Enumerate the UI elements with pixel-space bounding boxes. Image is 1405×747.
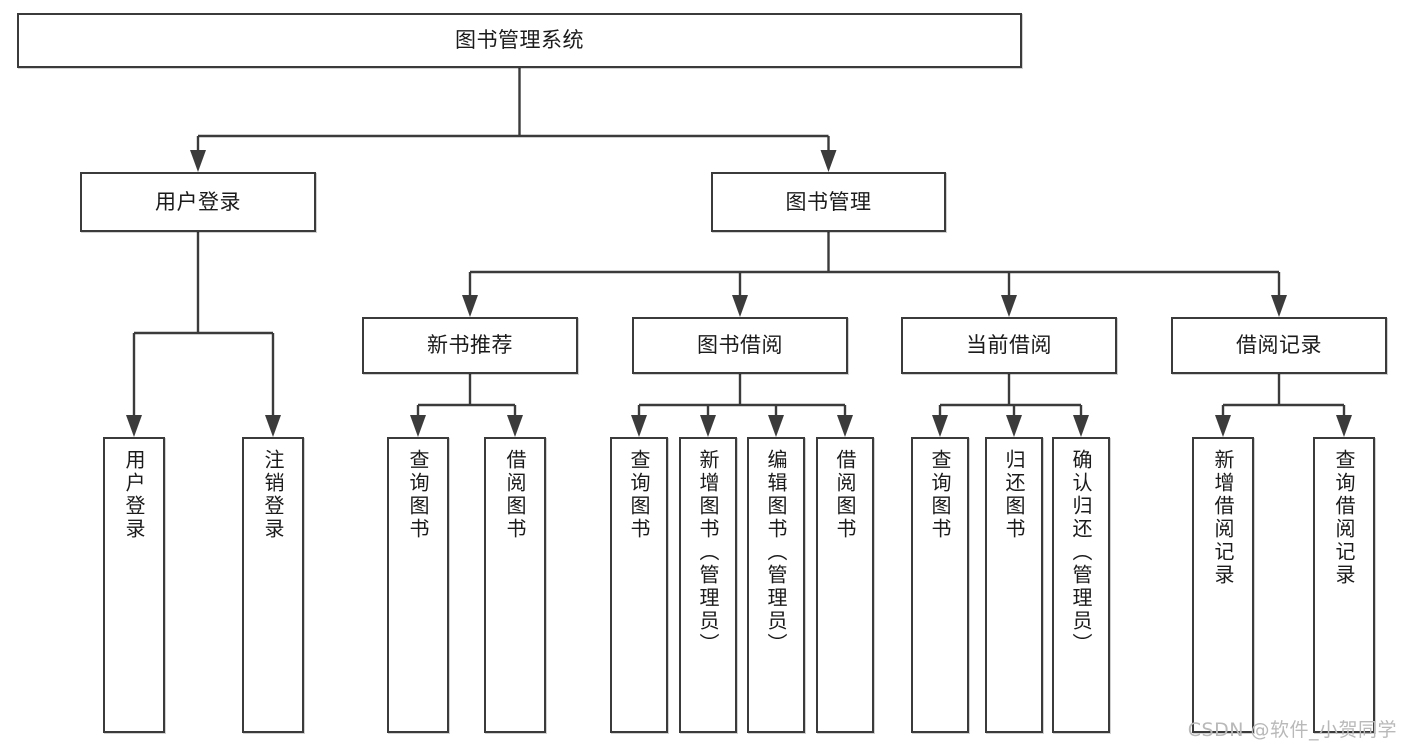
node-leaf-br-add[interactable]: 新增借阅记录 bbox=[1192, 437, 1254, 733]
node-leaf-user-login[interactable]: 用户登录 bbox=[103, 437, 165, 733]
connector-arrowhead bbox=[410, 415, 426, 437]
connector-arrowhead bbox=[732, 295, 748, 317]
connector-arrowhead bbox=[820, 150, 837, 172]
node-leaf-bb-edit[interactable]: 编辑图书（管理员） bbox=[747, 437, 805, 733]
node-root[interactable]: 图书管理系统 bbox=[17, 13, 1022, 68]
node-label: 图书管理系统 bbox=[455, 28, 584, 53]
node-label: 编辑图书（管理员） bbox=[764, 449, 788, 656]
connector-arrowhead bbox=[126, 415, 142, 437]
node-label: 查询图书 bbox=[406, 449, 430, 541]
connector-arrowhead bbox=[462, 295, 478, 317]
node-label: 图书借阅 bbox=[697, 333, 783, 358]
node-leaf-rec-query[interactable]: 查询图书 bbox=[387, 437, 449, 733]
node-label: 新增图书（管理员） bbox=[696, 449, 720, 656]
node-label: 注销登录 bbox=[261, 449, 285, 541]
node-leaf-bb-add[interactable]: 新增图书（管理员） bbox=[679, 437, 737, 733]
connector-arrowhead bbox=[1215, 415, 1231, 437]
connector-arrowhead bbox=[265, 415, 281, 437]
watermark-text: CSDN @软件_小贺同学 bbox=[1187, 719, 1397, 741]
node-leaf-cb-query[interactable]: 查询图书 bbox=[911, 437, 969, 733]
node-borrow-record[interactable]: 借阅记录 bbox=[1171, 317, 1387, 374]
node-current-borrow[interactable]: 当前借阅 bbox=[901, 317, 1117, 374]
connector-arrowhead bbox=[1001, 295, 1017, 317]
node-label: 查询图书 bbox=[627, 449, 651, 541]
node-label: 借阅图书 bbox=[503, 449, 527, 541]
connector-arrowhead bbox=[631, 415, 647, 437]
node-leaf-cb-confirm[interactable]: 确认归还（管理员） bbox=[1052, 437, 1110, 733]
connector-arrowhead bbox=[1073, 415, 1089, 437]
node-label: 新书推荐 bbox=[427, 333, 513, 358]
node-label: 借阅图书 bbox=[833, 449, 857, 541]
connector-arrowhead bbox=[837, 415, 853, 437]
node-leaf-bb-query[interactable]: 查询图书 bbox=[610, 437, 668, 733]
connector-arrowhead bbox=[1271, 295, 1287, 317]
node-user-login[interactable]: 用户登录 bbox=[80, 172, 316, 232]
connector-arrowhead bbox=[1006, 415, 1022, 437]
node-leaf-br-query[interactable]: 查询借阅记录 bbox=[1313, 437, 1375, 733]
connector-arrowhead bbox=[1336, 415, 1352, 437]
node-label: 查询借阅记录 bbox=[1332, 449, 1356, 587]
node-label: 新增借阅记录 bbox=[1211, 449, 1235, 587]
node-label: 借阅记录 bbox=[1236, 333, 1322, 358]
node-leaf-bb-borrow[interactable]: 借阅图书 bbox=[816, 437, 874, 733]
node-label: 图书管理 bbox=[785, 189, 872, 214]
node-label: 归还图书 bbox=[1002, 449, 1026, 541]
connector-arrowhead bbox=[700, 415, 716, 437]
node-leaf-cb-return[interactable]: 归还图书 bbox=[985, 437, 1043, 733]
node-book-borrow[interactable]: 图书借阅 bbox=[632, 317, 848, 374]
node-book-manage[interactable]: 图书管理 bbox=[711, 172, 946, 232]
node-leaf-rec-borrow[interactable]: 借阅图书 bbox=[484, 437, 546, 733]
node-new-book-rec[interactable]: 新书推荐 bbox=[362, 317, 578, 374]
connector-arrowhead bbox=[932, 415, 948, 437]
node-label: 用户登录 bbox=[155, 189, 241, 214]
node-label: 确认归还（管理员） bbox=[1069, 449, 1093, 656]
node-label: 查询图书 bbox=[928, 449, 952, 541]
connector-arrowhead bbox=[190, 150, 206, 172]
node-label: 用户登录 bbox=[122, 449, 146, 541]
connector-arrowhead bbox=[768, 415, 784, 437]
connector-arrowhead bbox=[507, 415, 523, 437]
node-leaf-user-logout[interactable]: 注销登录 bbox=[242, 437, 304, 733]
node-label: 当前借阅 bbox=[966, 333, 1052, 358]
